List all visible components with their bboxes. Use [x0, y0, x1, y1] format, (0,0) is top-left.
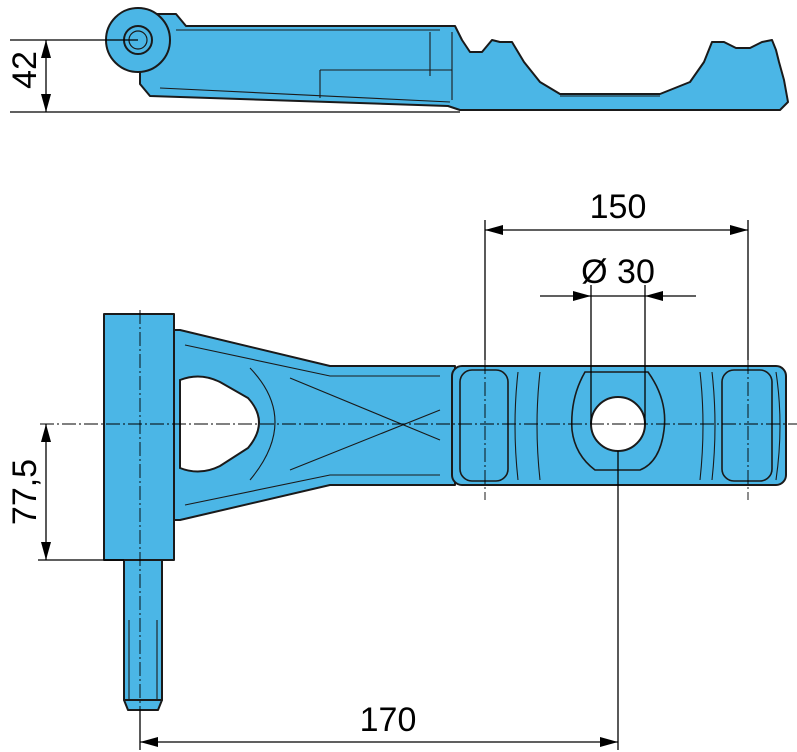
bar-detail [711, 371, 716, 481]
arm-rib [289, 377, 441, 441]
arm-rib [289, 409, 441, 471]
dimension-label-side-height: 42 [6, 51, 44, 89]
pad-right [721, 369, 773, 482]
hole-boss [570, 371, 666, 471]
stud [123, 559, 163, 701]
bar-detail [536, 371, 541, 481]
stud-chamfer [123, 699, 163, 711]
arrow-head [600, 737, 618, 747]
side-view-arm [139, 13, 789, 111]
top-view: 150 Ø 30 77,5 170 [6, 188, 797, 750]
bar-detail [514, 371, 519, 481]
dimension-label-hole-diameter: Ø 30 [581, 253, 655, 291]
side-view-detail [159, 87, 451, 103]
bar-detail [699, 371, 704, 481]
dimension-label-vertical-offset: 77,5 [6, 459, 44, 525]
arrow-head [41, 424, 51, 442]
arrow-head [41, 40, 51, 58]
arm-rib [184, 474, 440, 506]
arrow-head [573, 291, 591, 301]
arm-rib [184, 344, 440, 377]
arrow-head [485, 225, 503, 235]
arrow-head [41, 94, 51, 112]
pad-left [459, 369, 509, 482]
side-view: 42 [6, 7, 789, 113]
arm-rib [249, 367, 276, 481]
arrow-head [645, 291, 663, 301]
dimension-label-hole-spacing: 150 [590, 188, 647, 226]
arrow-head [41, 542, 51, 560]
dimension-label-total-length: 170 [360, 701, 417, 739]
arrow-head [140, 737, 158, 747]
bar-detail [775, 371, 781, 481]
bushing-block [103, 313, 175, 561]
arrow-head [730, 225, 748, 235]
